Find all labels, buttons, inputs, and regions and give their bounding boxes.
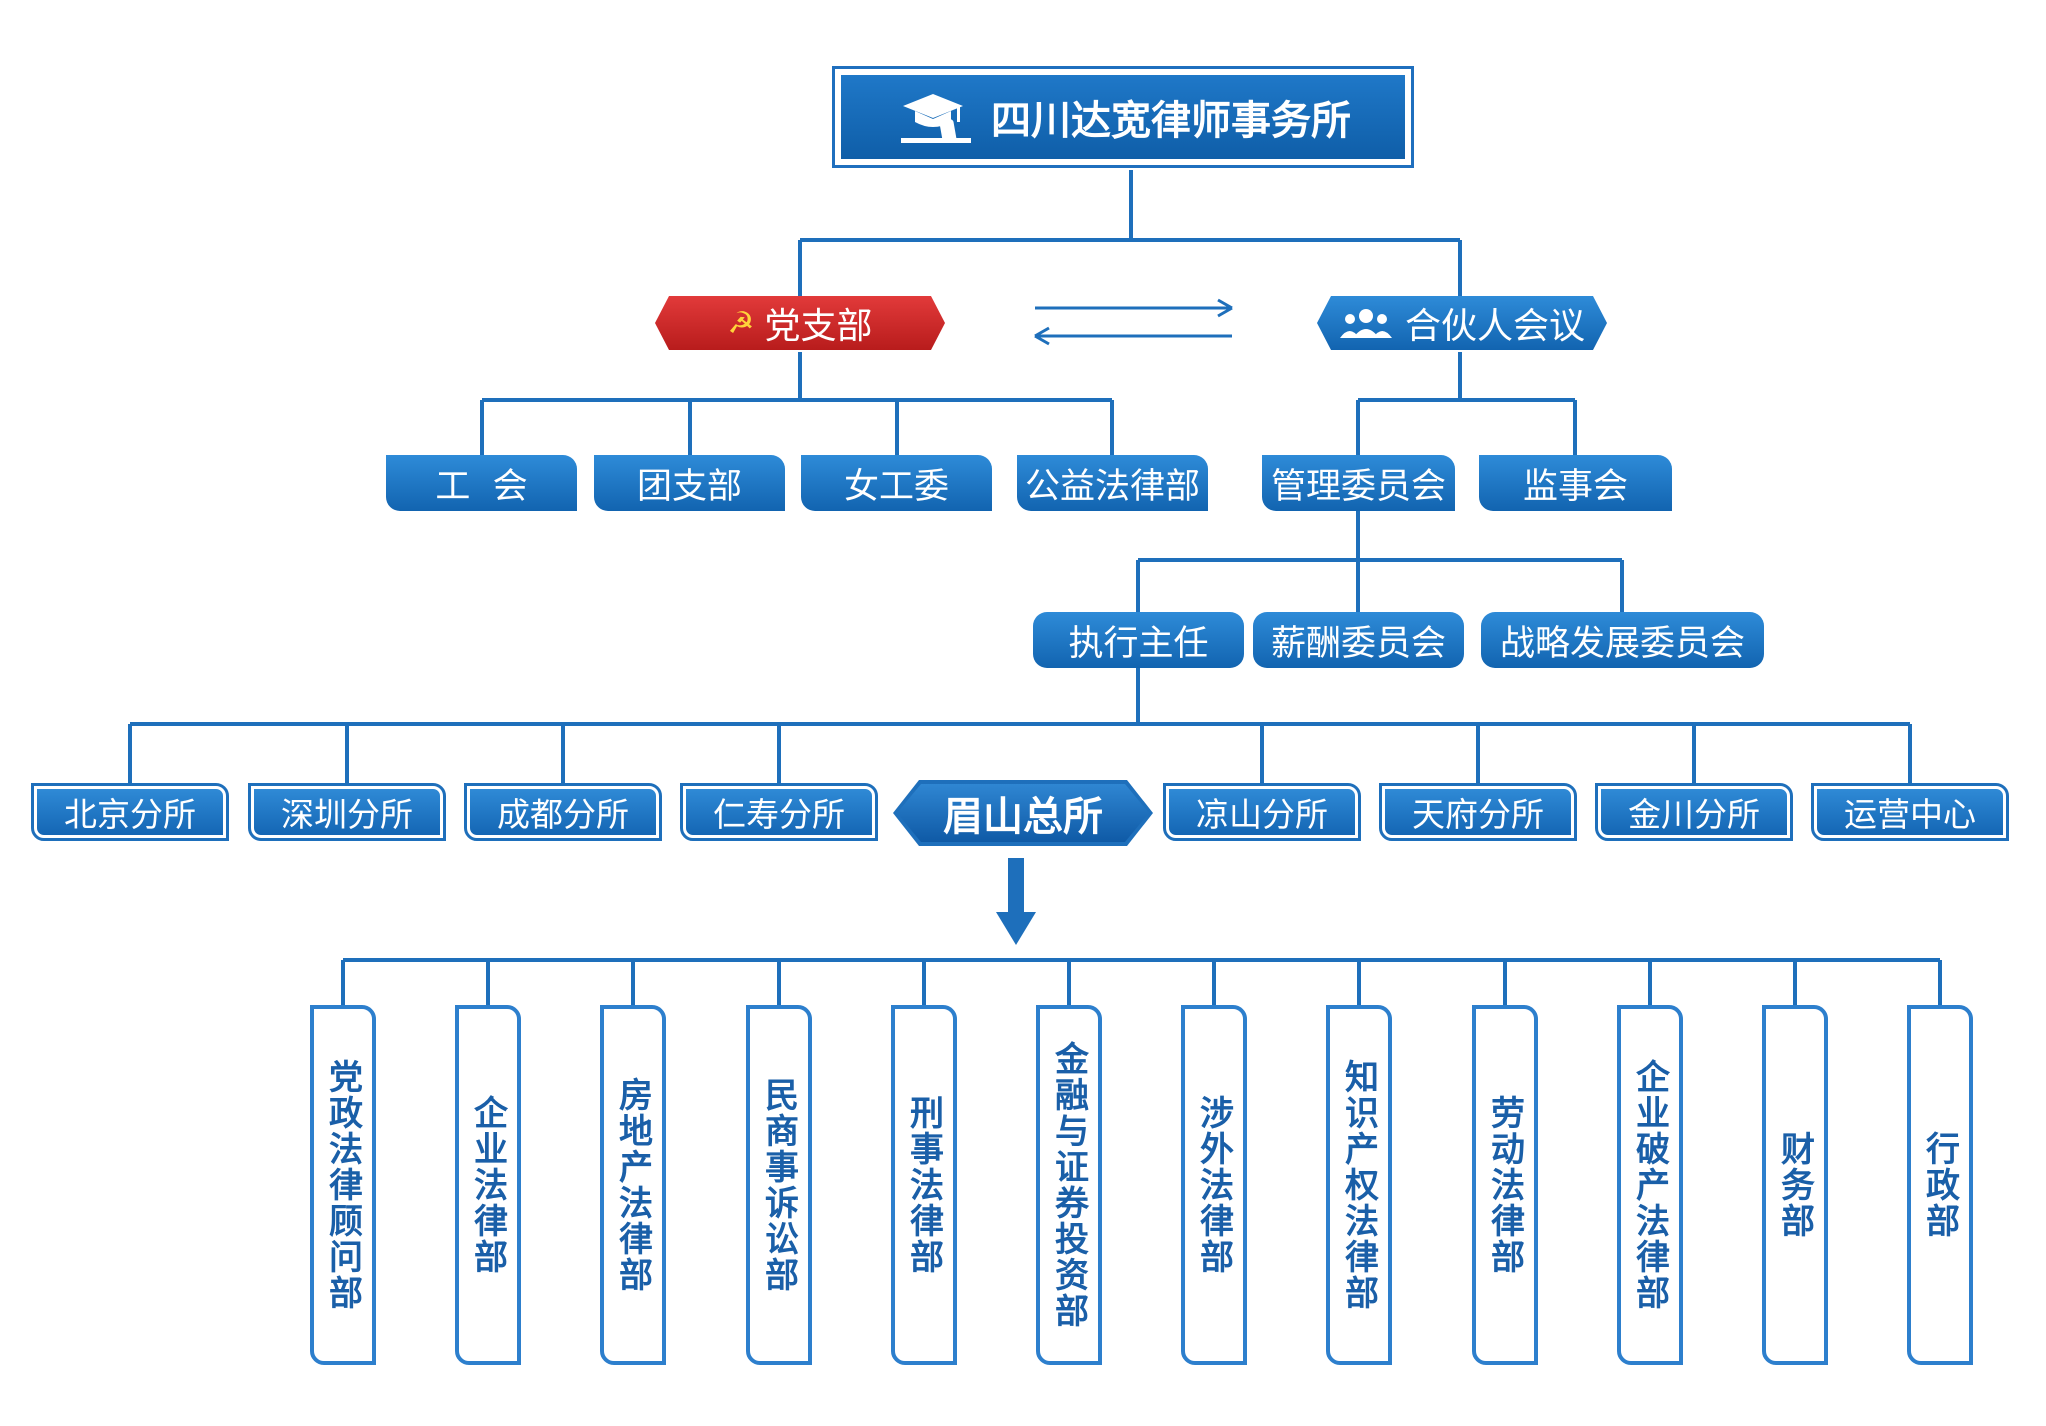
- department-box[interactable]: 刑事法律部: [891, 1005, 957, 1365]
- strategy-committee-box[interactable]: 战略发展委员会: [1481, 612, 1764, 668]
- branch-jinchuan-label: 金川分所: [1628, 795, 1760, 834]
- branch-shenzhen-label: 深圳分所: [281, 795, 413, 834]
- trade-union-label: 工 会: [435, 466, 528, 507]
- public-welfare-label: 公益法律部: [1024, 466, 1200, 507]
- department-box[interactable]: 行政部: [1907, 1005, 1973, 1365]
- partners-meeting-box[interactable]: 合伙人会议: [1317, 296, 1607, 350]
- youth-league-label: 团支部: [636, 466, 742, 507]
- public-welfare-box[interactable]: 公益法律部: [1017, 455, 1208, 511]
- department-label: 民商事诉讼部: [758, 1077, 799, 1293]
- branch-beijing[interactable]: 北京分所: [31, 783, 229, 841]
- operations-center[interactable]: 运营中心: [1811, 783, 2009, 841]
- trade-union-box[interactable]: 工 会: [386, 455, 577, 511]
- department-label: 党政法律顾问部: [322, 1059, 363, 1311]
- branch-chengdu-label: 成都分所: [497, 795, 629, 834]
- branch-chengdu[interactable]: 成都分所: [464, 783, 662, 841]
- youth-league-box[interactable]: 团支部: [594, 455, 785, 511]
- department-box[interactable]: 企业法律部: [455, 1005, 521, 1365]
- department-label: 刑事法律部: [903, 1095, 944, 1275]
- department-label: 企业法律部: [467, 1095, 508, 1275]
- women-committee-label: 女工委: [843, 466, 949, 507]
- branch-renshou-label: 仁寿分所: [713, 795, 845, 834]
- management-committee-box[interactable]: 管理委员会: [1262, 455, 1455, 511]
- department-box[interactable]: 金融与证券投资部: [1036, 1005, 1102, 1365]
- supervisory-board-box[interactable]: 监事会: [1479, 455, 1672, 511]
- department-label: 知识产权法律部: [1338, 1059, 1379, 1311]
- branch-liangshan-label: 凉山分所: [1196, 795, 1328, 834]
- branch-beijing-label: 北京分所: [64, 795, 196, 834]
- department-label: 金融与证券投资部: [1048, 1041, 1089, 1329]
- department-box[interactable]: 党政法律顾问部: [310, 1005, 376, 1365]
- department-label: 企业破产法律部: [1629, 1059, 1670, 1311]
- management-committee-label: 管理委员会: [1270, 466, 1446, 507]
- compensation-committee-box[interactable]: 薪酬委员会: [1253, 612, 1464, 668]
- party-branch-label: 党支部: [764, 306, 873, 347]
- exchange-arrows-icon: [1034, 298, 1233, 346]
- department-box[interactable]: 民商事诉讼部: [746, 1005, 812, 1365]
- executive-director-label: 执行主任: [1068, 623, 1209, 664]
- firm-name: 四川达宽律师事务所: [991, 98, 1351, 144]
- firm-title-box: 四川达宽律师事务所: [832, 66, 1414, 168]
- department-label: 涉外法律部: [1193, 1095, 1234, 1275]
- people-group-icon: [1339, 308, 1393, 338]
- department-label: 行政部: [1919, 1131, 1960, 1239]
- branch-renshou[interactable]: 仁寿分所: [680, 783, 878, 841]
- party-branch-box[interactable]: ☭ 党支部: [655, 296, 945, 350]
- branch-liangshan[interactable]: 凉山分所: [1163, 783, 1361, 841]
- department-box[interactable]: 企业破产法律部: [1617, 1005, 1683, 1365]
- department-label: 房地产法律部: [612, 1077, 653, 1293]
- department-box[interactable]: 知识产权法律部: [1326, 1005, 1392, 1365]
- strategy-committee-label: 战略发展委员会: [1499, 623, 1745, 664]
- executive-director-box[interactable]: 执行主任: [1033, 612, 1244, 668]
- branch-tianfu-label: 天府分所: [1412, 795, 1544, 834]
- partners-meeting-label: 合伙人会议: [1404, 306, 1585, 347]
- headquarters-label: 眉山总所: [943, 794, 1103, 840]
- department-box[interactable]: 房地产法律部: [600, 1005, 666, 1365]
- department-label: 财务部: [1774, 1131, 1815, 1239]
- department-box[interactable]: 涉外法律部: [1181, 1005, 1247, 1365]
- supervisory-board-label: 监事会: [1522, 466, 1628, 507]
- down-arrow-icon: [996, 858, 1036, 945]
- branch-jinchuan[interactable]: 金川分所: [1595, 783, 1793, 841]
- branch-shenzhen[interactable]: 深圳分所: [248, 783, 446, 841]
- graduation-cap-gavel-icon: [901, 94, 971, 143]
- women-committee-box[interactable]: 女工委: [801, 455, 992, 511]
- branch-tianfu[interactable]: 天府分所: [1379, 783, 1577, 841]
- department-box[interactable]: 财务部: [1762, 1005, 1828, 1365]
- compensation-committee-label: 薪酬委员会: [1270, 623, 1446, 664]
- operations-center-label: 运营中心: [1844, 795, 1976, 834]
- headquarters-box[interactable]: 眉山总所: [893, 780, 1153, 846]
- department-label: 劳动法律部: [1484, 1095, 1525, 1275]
- department-box[interactable]: 劳动法律部: [1472, 1005, 1538, 1365]
- hammer-sickle-icon: ☭: [727, 305, 755, 341]
